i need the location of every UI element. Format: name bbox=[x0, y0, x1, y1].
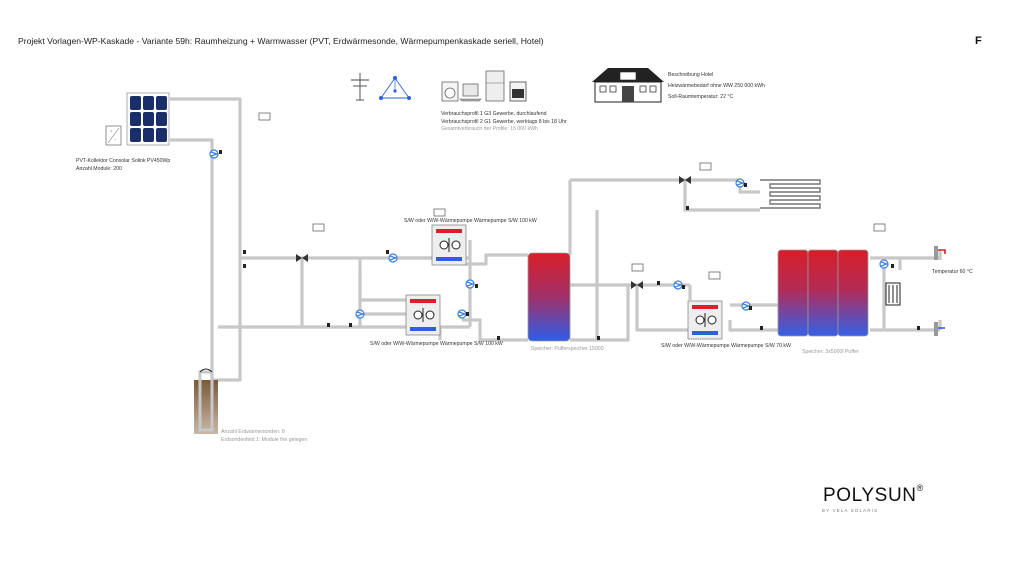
building-heat-demand: Heizwärmebedarf ohne WW 250 000 kWh bbox=[668, 83, 765, 89]
valve-icon bbox=[631, 281, 643, 289]
borehole-field: Erdsondenfeld 1: Module frei gelegen bbox=[221, 436, 308, 443]
svg-text:=: = bbox=[110, 128, 113, 133]
pump-icon bbox=[465, 279, 475, 289]
pump-icon bbox=[209, 149, 219, 159]
cold-water-inlet-icon bbox=[934, 322, 945, 336]
heat-pump-3-label: S/W oder W/W-Wärmepumpe Wärmepumpe S/W 7… bbox=[661, 343, 791, 349]
electric-network-icon bbox=[379, 76, 411, 100]
oven-icon bbox=[509, 81, 527, 102]
pvt-collector-label: PVT-Kollektor Consolar Solink PV450Wp An… bbox=[76, 158, 170, 173]
pump-icon bbox=[388, 253, 398, 263]
consumer-profile-1: Verbrauchsprofil 1 G3 Gewerbe, durchlauf… bbox=[441, 111, 547, 117]
borehole-count: Anzahl Erdwärmesonden: 8 bbox=[221, 429, 285, 435]
consumer-total: Gesamtverbrauch der Profile: 15 000 kWh bbox=[441, 126, 538, 132]
pump-icon bbox=[355, 309, 365, 319]
hot-water-tap-icon bbox=[934, 246, 946, 260]
building-room-temp: Soll-Raumtemperatur: 22 °C bbox=[668, 94, 734, 100]
inverter-icon: = ~ bbox=[105, 125, 122, 146]
valve-icon bbox=[679, 176, 691, 184]
dhw-temperature-label: Temperatur 60 °C bbox=[932, 269, 973, 275]
fridge-icon bbox=[485, 70, 505, 102]
mixing-valves[interactable] bbox=[296, 176, 691, 289]
pump-icon bbox=[879, 259, 889, 269]
buffer-storage-tank[interactable] bbox=[527, 252, 571, 342]
building-description: Beschreibung Hotel bbox=[668, 72, 714, 78]
page-title: Projekt Vorlagen-WP-Kaskade - Variante 5… bbox=[18, 36, 544, 46]
buffer-storage-label: Speicher: Pufferspeicher 15000 bbox=[531, 346, 604, 352]
borehole-label: Anzahl Erdwärmesonden: 8 Erdsondenfeld 1… bbox=[221, 429, 307, 444]
washing-machine-icon bbox=[441, 81, 459, 102]
language-flag[interactable]: F bbox=[975, 35, 982, 47]
dhw-storage-label: Speicher: 3x5000l Puffer bbox=[802, 349, 859, 355]
heat-pump-1[interactable] bbox=[431, 224, 467, 266]
heat-pump-3[interactable] bbox=[687, 300, 723, 340]
pump-icon bbox=[457, 309, 467, 319]
hotel-building-icon bbox=[592, 68, 664, 103]
logo-name: POLYSUN bbox=[823, 485, 917, 506]
pump-icon bbox=[741, 301, 751, 311]
pump-icon bbox=[673, 280, 683, 290]
floor-heating-icon bbox=[760, 179, 821, 209]
controller-icons[interactable] bbox=[258, 112, 886, 280]
pvt-collector-name: PVT-Kollektor Consolar Solink PV450Wp bbox=[76, 158, 171, 164]
svg-text:~: ~ bbox=[114, 137, 117, 142]
dhw-storage-tanks[interactable] bbox=[777, 249, 869, 337]
borehole-heat-exchanger[interactable] bbox=[194, 368, 218, 434]
consumer-profile-label: Verbrauchsprofil 1 G3 Gewerbe, durchlauf… bbox=[441, 111, 567, 134]
heat-pump-2-label: S/W oder W/W-Wärmepumpe Wärmepumpe S/W 1… bbox=[370, 341, 503, 347]
consumer-profile-2: Verbrauchsprofil 2 G1 Gewerbe, werktags … bbox=[441, 118, 567, 125]
pvt-module-count: Anzahl Module: 200 bbox=[76, 165, 122, 172]
valve-icon bbox=[296, 254, 308, 262]
pvt-collector[interactable] bbox=[126, 92, 170, 146]
heat-pump-2[interactable] bbox=[405, 294, 441, 336]
heat-pump-1-label: S/W oder W/W-Wärmepumpe Wärmepumpe S/W 1… bbox=[404, 218, 537, 224]
sensor-marks bbox=[219, 150, 920, 340]
logo-subtitle: BY VELA SOLARIS bbox=[822, 508, 879, 513]
polysun-logo: POLYSUN® bbox=[823, 483, 924, 507]
building-label: Beschreibung Hotel Heizwärmebedarf ohne … bbox=[668, 70, 765, 103]
laptop-icon bbox=[459, 83, 482, 102]
power-grid-icon bbox=[351, 73, 369, 101]
heat-exchanger-icon[interactable] bbox=[885, 282, 901, 306]
pump-icon bbox=[735, 178, 745, 188]
logo-registered-mark: ® bbox=[916, 483, 924, 493]
